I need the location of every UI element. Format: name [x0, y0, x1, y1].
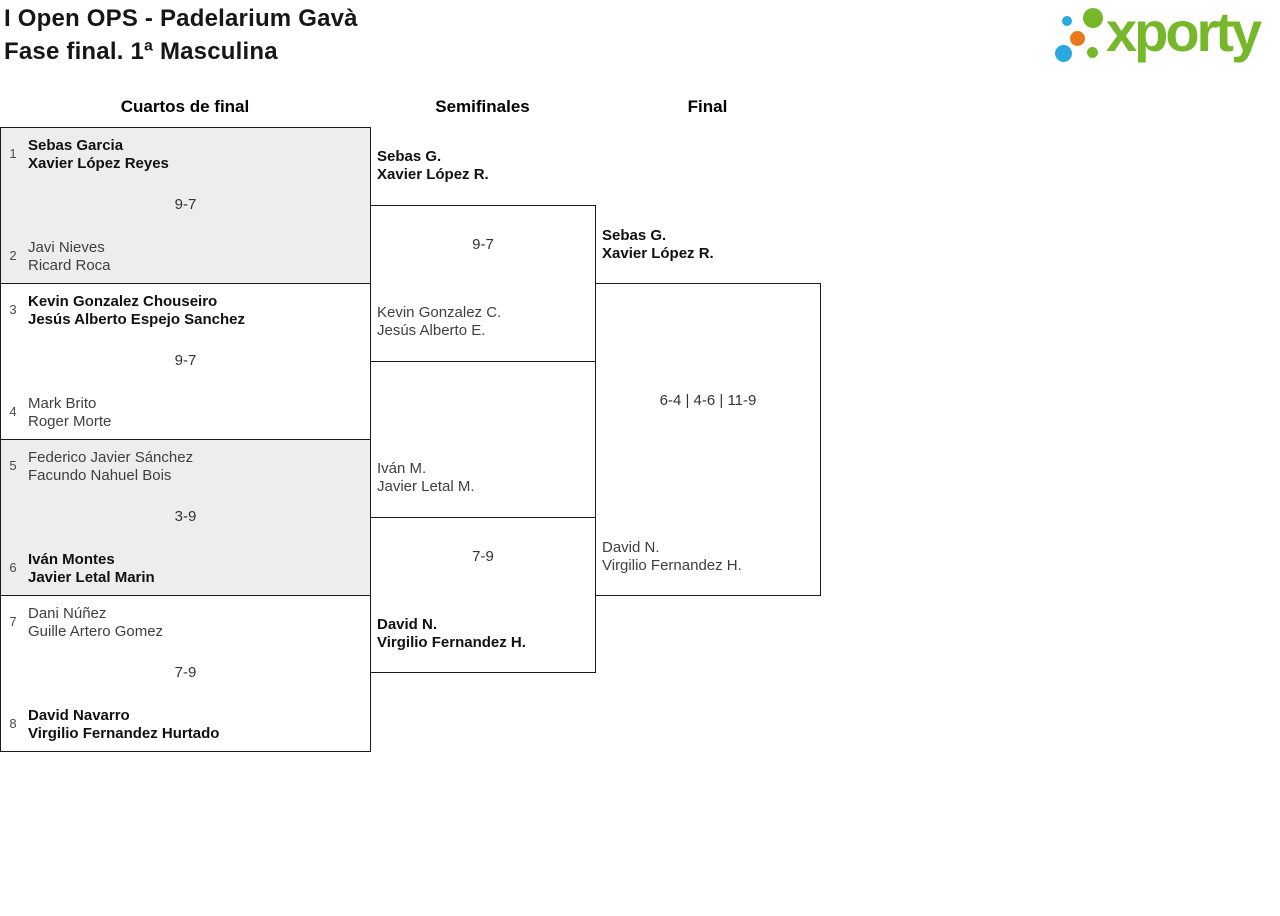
- quarterfinal-3-score: 3-9: [174, 508, 197, 525]
- player-name: Virgilio Fernandez Hurtado: [28, 725, 220, 742]
- match-quarterfinal-1: 1 Sebas Garcia Xavier López Reyes 9-7 2 …: [0, 127, 371, 284]
- seed-number: 5: [9, 458, 17, 473]
- player-name: David Navarro: [28, 707, 130, 724]
- round-header-cuartos: Cuartos de final: [120, 97, 250, 116]
- tournament-name: I Open OPS - Padelarium Gavà: [4, 5, 358, 32]
- logo-dot-icon: [1055, 45, 1072, 62]
- player-name: Ricard Roca: [28, 257, 111, 274]
- quarterfinal-2-team-bottom: Mark Brito Roger Morte: [28, 395, 111, 431]
- player-name: Jesús Alberto Espejo Sanchez: [28, 311, 246, 328]
- phase-category: Fase final. 1ª Masculina: [4, 38, 278, 65]
- match-quarterfinal-4: 7 Dani Núñez Guille Artero Gomez 7-9 8 D…: [0, 595, 371, 752]
- final-box: [595, 283, 821, 596]
- semifinal-1-team-top: Sebas G. Xavier López R.: [377, 148, 489, 184]
- logo-wordmark: xporty: [1106, 0, 1262, 63]
- quarterfinal-1-score: 9-7: [174, 196, 197, 213]
- logo-dot-icon: [1070, 31, 1085, 46]
- player-name: Sebas G.: [377, 148, 442, 165]
- logo-dot-icon: [1083, 8, 1103, 28]
- quarterfinal-3-team-bottom: Iván Montes Javier Letal Marin: [28, 551, 155, 587]
- semifinal-1-team-bottom: Kevin Gonzalez C. Jesús Alberto E.: [377, 304, 501, 340]
- semifinal-2-score: 7-9: [472, 548, 494, 565]
- quarterfinal-4-team-top: Dani Núñez Guille Artero Gomez: [28, 605, 163, 641]
- quarterfinal-4-team-bottom: David Navarro Virgilio Fernandez Hurtado: [28, 707, 219, 743]
- seed-number: 2: [9, 248, 17, 263]
- seed-number: 8: [9, 716, 17, 731]
- seed-number: 7: [9, 614, 17, 629]
- round-header-final: Final: [687, 97, 728, 116]
- player-name: Javi Nieves: [28, 239, 105, 256]
- player-name: Facundo Nahuel Bois: [28, 467, 172, 484]
- round-header-semifinales: Semifinales: [435, 97, 530, 116]
- final-team-bottom: David N. Virgilio Fernandez H.: [602, 539, 742, 575]
- semifinal-2-team-bottom: David N. Virgilio Fernandez H.: [377, 616, 526, 652]
- player-name: Iván Montes: [28, 551, 115, 568]
- player-name: Federico Javier Sánchez: [28, 449, 194, 466]
- quarterfinal-2-team-top: Kevin Gonzalez Chouseiro Jesús Alberto E…: [28, 293, 245, 329]
- seed-number: 6: [9, 560, 17, 575]
- player-name: Roger Morte: [28, 413, 112, 430]
- page-title: I Open OPS - Padelarium Gavà Fase final.…: [4, 2, 358, 68]
- logo-dot-icon: [1087, 47, 1098, 58]
- quarterfinal-1-team-bottom: Javi Nieves Ricard Roca: [28, 239, 111, 275]
- player-name: Javier Letal M.: [377, 478, 475, 495]
- match-quarterfinal-2: 3 Kevin Gonzalez Chouseiro Jesús Alberto…: [0, 283, 371, 440]
- player-name: David N.: [602, 539, 660, 556]
- final-score: 6-4 | 4-6 | 11-9: [659, 392, 757, 409]
- player-name: Xavier López R.: [377, 166, 489, 183]
- match-quarterfinal-3: 5 Federico Javier Sánchez Facundo Nahuel…: [0, 439, 371, 596]
- player-name: David N.: [377, 616, 438, 633]
- player-name: Kevin Gonzalez C.: [377, 304, 502, 321]
- quarterfinal-1-team-top: Sebas Garcia Xavier López Reyes: [28, 137, 169, 173]
- player-name: Virgilio Fernandez H.: [602, 557, 742, 574]
- player-name: Xavier López Reyes: [28, 155, 169, 172]
- quarterfinal-2-score: 9-7: [174, 352, 197, 369]
- player-name: Sebas G.: [602, 227, 667, 244]
- xporty-logo: xporty: [1045, 0, 1280, 78]
- player-name: Iván M.: [377, 460, 427, 477]
- quarterfinal-4-score: 7-9: [174, 664, 197, 681]
- player-name: Javier Letal Marin: [28, 569, 155, 586]
- logo-dot-icon: [1062, 16, 1072, 26]
- player-name: Jesús Alberto E.: [377, 322, 486, 339]
- player-name: Virgilio Fernandez H.: [377, 634, 526, 651]
- player-name: Kevin Gonzalez Chouseiro: [28, 293, 218, 310]
- player-name: Xavier López R.: [602, 245, 714, 262]
- final-team-top: Sebas G. Xavier López R.: [602, 227, 714, 263]
- seed-number: 4: [9, 404, 17, 419]
- player-name: Dani Núñez: [28, 605, 107, 622]
- player-name: Sebas Garcia: [28, 137, 124, 154]
- semifinal-2-team-top: Iván M. Javier Letal M.: [377, 460, 475, 496]
- semifinal-1-score: 9-7: [472, 236, 494, 253]
- quarterfinal-3-team-top: Federico Javier Sánchez Facundo Nahuel B…: [28, 449, 193, 485]
- seed-number: 3: [9, 302, 17, 317]
- player-name: Guille Artero Gomez: [28, 623, 164, 640]
- seed-number: 1: [9, 146, 17, 161]
- player-name: Mark Brito: [28, 395, 97, 412]
